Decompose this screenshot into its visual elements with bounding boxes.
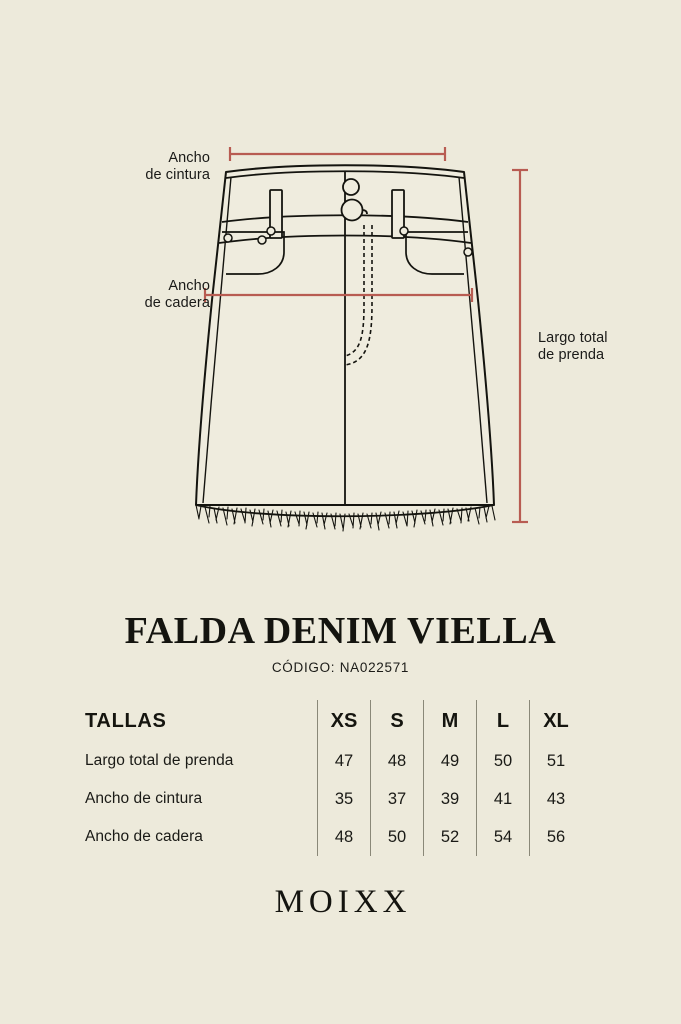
length-dimension-label: Largo total de prenda (538, 330, 608, 363)
cell-largo-xl: 51 (529, 742, 582, 780)
size-chart-table: TALLAS XS S M L XL Largo total de prenda… (82, 700, 582, 856)
table-header-size-s: S (370, 700, 424, 742)
pocket-rivet-right-outer (463, 247, 473, 257)
garment-diagram-section: Ancho de cintura Ancho de cadera Largo t… (144, 147, 608, 532)
hip-dimension-label: Ancho de cadera (144, 278, 210, 311)
table-row: Ancho de cintura 35 37 39 41 43 (82, 780, 582, 818)
table-header-row: TALLAS XS S M L XL (82, 700, 582, 742)
page-title: FALDA DENIM VIELLA (124, 610, 557, 652)
waist-dimension-label: Ancho de cintura (145, 150, 210, 183)
length-measure-line (512, 168, 528, 524)
waist-measure-line (228, 147, 447, 161)
row-label-cintura: Ancho de cintura (85, 790, 203, 807)
cell-largo-l: 50 (476, 742, 530, 780)
pocket-rivet-left-outer (223, 233, 233, 243)
table-row: Ancho de cadera 48 50 52 54 56 (82, 818, 582, 856)
waistband-button-main (340, 198, 368, 222)
frayed-hem (195, 504, 496, 532)
cell-largo-s: 48 (370, 742, 424, 780)
table-header-size-m: M (423, 700, 477, 742)
hem-edge-line (195, 504, 495, 518)
cell-largo-m: 49 (423, 742, 477, 780)
cell-cintura-l: 41 (476, 780, 530, 818)
table-header-tallas: TALLAS (85, 709, 167, 732)
product-title-block: FALDA DENIM VIELLA CÓDIGO: NA022571 (0, 610, 681, 675)
belt-loop-right (391, 189, 405, 239)
product-code: CÓDIGO: NA022571 (271, 660, 410, 675)
cell-cadera-xl: 56 (529, 818, 582, 856)
waistband-button-top (342, 178, 360, 196)
cell-cintura-s: 37 (370, 780, 424, 818)
table-row: Largo total de prenda 47 48 49 50 51 (82, 742, 582, 780)
cell-cadera-s: 50 (370, 818, 424, 856)
fly-topstitch (344, 225, 373, 366)
cell-cintura-xl: 43 (529, 780, 582, 818)
cell-largo-xs: 47 (317, 742, 371, 780)
cell-cadera-l: 54 (476, 818, 530, 856)
cell-cintura-m: 39 (423, 780, 477, 818)
side-seam-lines (202, 176, 488, 504)
row-label-largo: Largo total de prenda (85, 752, 234, 769)
hip-measure-line (203, 288, 474, 302)
brand-block: MOIXX (0, 884, 681, 921)
table-header-size-xs: XS (317, 700, 371, 742)
cell-cadera-m: 52 (423, 818, 477, 856)
brand-logo-wordmark: MOIXX (274, 884, 412, 920)
belt-loop-left (269, 189, 283, 239)
table-header-size-l: L (476, 700, 530, 742)
pocket-rivet-right-loop (399, 226, 409, 236)
waistband-top-edge (225, 170, 465, 179)
row-label-cadera: Ancho de cadera (85, 828, 203, 845)
table-header-size-xl: XL (529, 700, 582, 742)
pocket-right (405, 231, 468, 275)
pocket-rivet-left-inner (257, 235, 267, 245)
cell-cintura-xs: 35 (317, 780, 371, 818)
skirt-technical-drawing (195, 147, 528, 532)
pocket-left (222, 231, 285, 275)
cell-cadera-xs: 48 (317, 818, 371, 856)
pocket-rivet-left-loop (266, 226, 276, 236)
